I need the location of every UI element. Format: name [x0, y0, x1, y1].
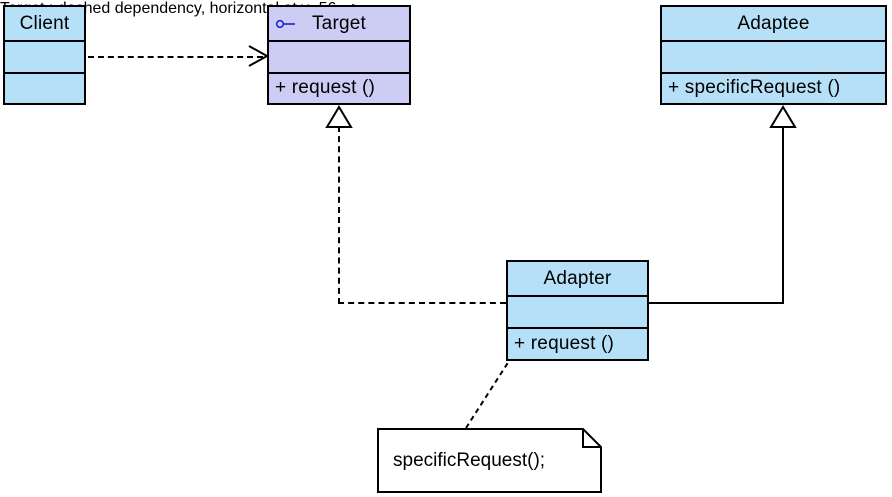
class-operations-adaptee: + specificRequest () [662, 71, 885, 103]
class-box-adaptee[interactable]: Adaptee + specificRequest () [660, 5, 887, 105]
generalization-line-horizontal-adapter-to-adaptee [647, 302, 784, 304]
note-box-specific-request[interactable]: specificRequest(); [377, 428, 602, 493]
class-attributes-target [269, 40, 409, 71]
note-link-line [465, 360, 510, 429]
class-title-target: Target [311, 12, 366, 34]
note-shape [377, 428, 602, 493]
realization-line-horizontal-adapter-to-target [338, 302, 506, 304]
open-arrowhead-client-dependency [248, 45, 270, 67]
note-text-specific-request: specificRequest(); [393, 450, 546, 471]
class-title-adaptee: Adaptee [737, 12, 810, 34]
hollow-triangle-target-realization [325, 105, 353, 128]
class-title-target-row: Target [269, 7, 409, 40]
class-attributes-adapter [508, 295, 647, 326]
class-operations-adapter: + request () [508, 326, 647, 359]
class-box-client[interactable]: Client [3, 5, 86, 105]
class-title-client: Client [19, 12, 70, 34]
class-operations-client [5, 71, 84, 103]
interface-lollipop-icon [275, 19, 295, 28]
realization-line-vertical-adapter-to-target [338, 126, 340, 304]
class-box-target[interactable]: Target + request () [267, 5, 411, 105]
dependency-line-client-to-target [88, 56, 263, 58]
class-box-adapter[interactable]: Adapter + request () [506, 260, 649, 361]
hollow-triangle-adaptee-generalization [769, 105, 797, 128]
class-operations-target: + request () [269, 71, 409, 103]
class-title-adapter: Adapter [543, 267, 612, 289]
class-attributes-client [5, 40, 84, 71]
class-attributes-adaptee [662, 40, 885, 71]
generalization-line-vertical-adapter-to-adaptee [782, 126, 784, 304]
